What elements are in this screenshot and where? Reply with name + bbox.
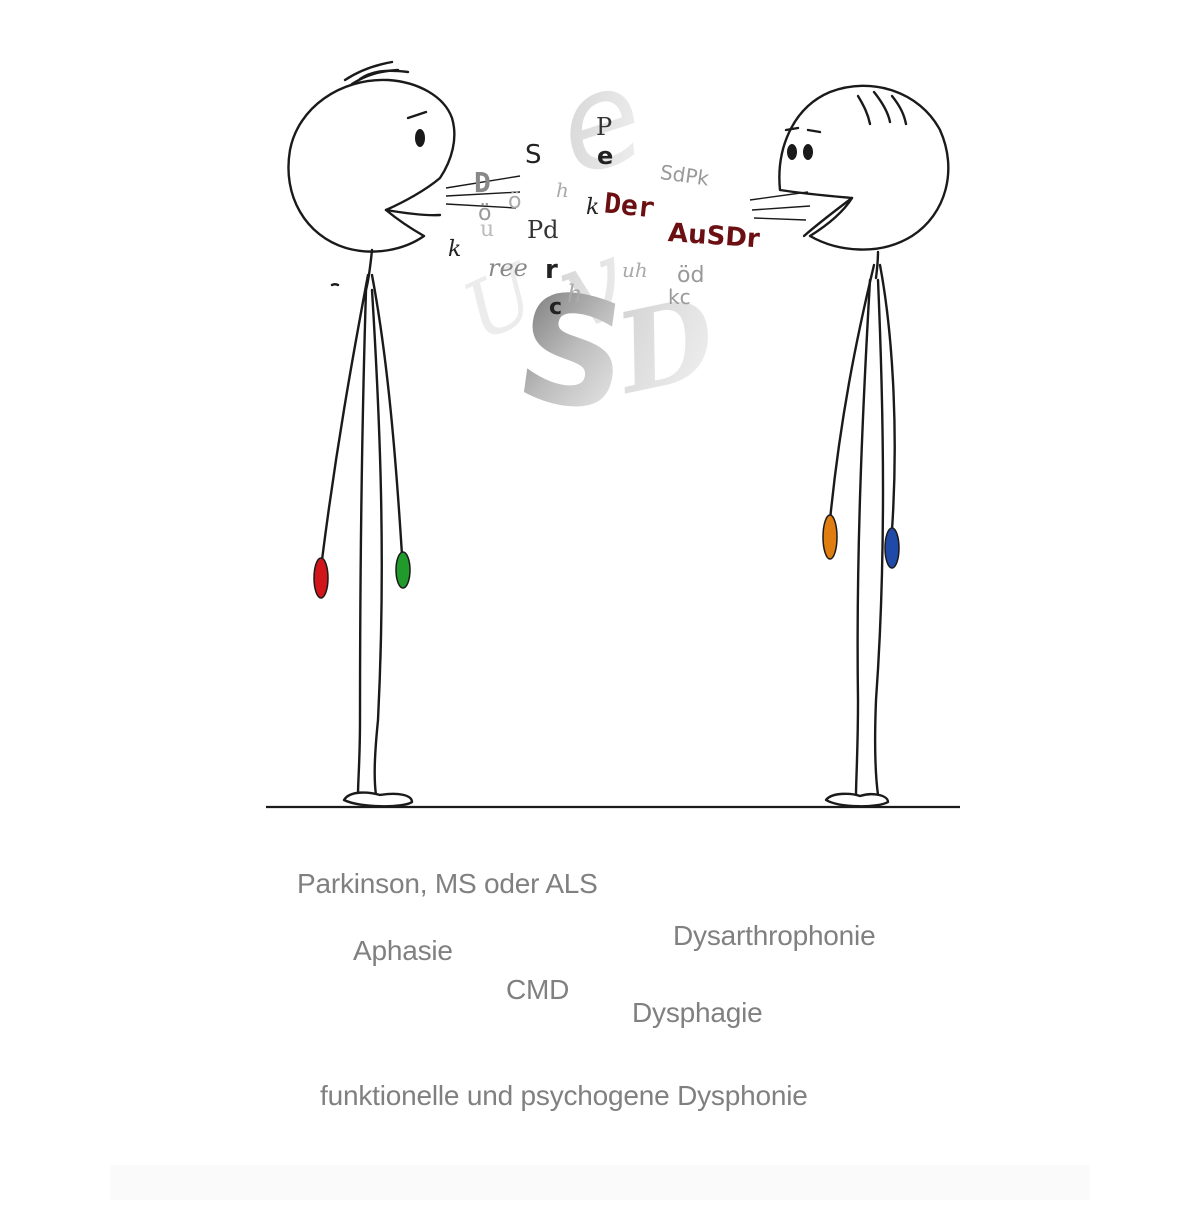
letter-h1: h	[556, 178, 569, 202]
term-dysphagie: Dysphagie	[632, 997, 763, 1028]
bottom-fade	[110, 1165, 1090, 1200]
letter-c1: c	[549, 295, 562, 320]
letter-s1: S	[525, 140, 542, 170]
letter-o1: ö	[508, 189, 521, 214]
speaking-stick-figure	[287, 60, 456, 808]
letters-uh: uh	[622, 258, 648, 282]
orange-hand	[822, 514, 838, 560]
term-dysphonie: funktionelle und psychogene Dysphonie	[320, 1080, 808, 1111]
letter-k1: k	[586, 195, 599, 220]
letter-r1: r	[545, 255, 558, 285]
speech-lines	[445, 175, 811, 221]
letter-big-s: S	[507, 259, 638, 446]
letters-ree: ree	[488, 254, 528, 282]
letter-d1: D	[474, 166, 491, 199]
word-der: Der	[603, 186, 657, 224]
word-ausdr: AuSDr	[667, 218, 761, 254]
red-hand	[313, 557, 329, 599]
letters-kc: kc	[668, 285, 691, 309]
letter-u1: u	[480, 217, 494, 242]
letter-p1: P	[596, 113, 612, 141]
term-dysarthrophonie: Dysarthrophonie	[673, 920, 876, 951]
letter-big-d: D	[603, 273, 726, 420]
listening-stick-figure	[778, 84, 950, 808]
term-cmd: CMD	[506, 974, 570, 1005]
letter-k2: k	[448, 237, 461, 262]
letters-sdpk: SdPk	[659, 160, 711, 191]
blue-hand	[884, 527, 900, 569]
letter-e1: e	[597, 142, 613, 170]
letters-pd: Pd	[527, 216, 559, 244]
letters-od: öd	[677, 263, 704, 288]
term-parkinson: Parkinson, MS oder ALS	[297, 868, 598, 899]
term-aphasie: Aphasie	[353, 935, 453, 966]
green-hand	[395, 551, 411, 589]
letter-h2: h	[567, 280, 582, 308]
flying-letters: e v U S D S P e D ö ö h k Der AuSDr SdPk…	[448, 37, 761, 447]
letter-o2: ö	[478, 201, 491, 226]
